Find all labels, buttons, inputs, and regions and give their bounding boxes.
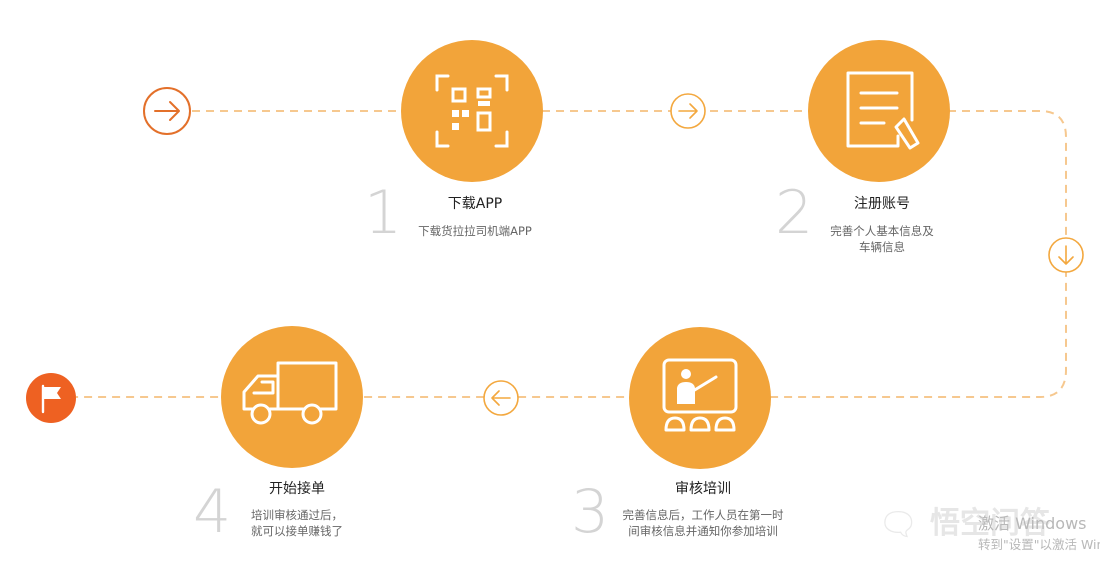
arrow-right-icon [670, 93, 706, 129]
step-1-circle [401, 40, 543, 182]
start-arrow-icon [143, 87, 191, 135]
step-1-title: 下载APP [447, 196, 503, 212]
step-2-circle [808, 40, 950, 182]
step-1-number: 1 [364, 178, 403, 248]
activate-windows-hint: 转到"设置"以激活 Windows。 [978, 537, 1100, 552]
arrow-down-icon [1048, 237, 1084, 273]
flow-connector [76, 110, 1067, 398]
step-3-number: 3 [571, 477, 610, 547]
flag-icon [26, 373, 76, 423]
step-4-number: 4 [193, 477, 232, 547]
step-2-number: 2 [775, 178, 814, 248]
arrow-left-icon [483, 380, 519, 416]
step-4-circle [221, 326, 363, 468]
document-edit-icon [846, 71, 920, 150]
step-2-desc: 完善个人基本信息及 车辆信息 [830, 224, 934, 254]
watermark: 🗨 悟空问答 激活 Windows 转到"设置"以激活 Windows。 [878, 502, 1100, 558]
truck-icon [242, 361, 338, 425]
activate-windows-title: 激活 Windows [978, 514, 1087, 533]
watermark-brand: 悟空问答 [930, 506, 1050, 541]
step-4-title: 开始接单 [269, 481, 325, 497]
chat-bubble-icon: 🗨 [878, 505, 919, 543]
step-3-circle [629, 327, 771, 469]
step-1-desc: 下载货拉拉司机端APP [418, 224, 532, 238]
presentation-icon [662, 358, 738, 432]
step-2-title: 注册账号 [854, 196, 910, 212]
step-3-title: 审核培训 [675, 481, 731, 497]
step-3-desc: 完善信息后，工作人员在第一时 间审核信息并通知你参加培训 [622, 508, 784, 538]
qr-code-icon [435, 74, 509, 148]
step-4-desc: 培训审核通过后， 就可以接单赚钱了 [251, 508, 343, 538]
